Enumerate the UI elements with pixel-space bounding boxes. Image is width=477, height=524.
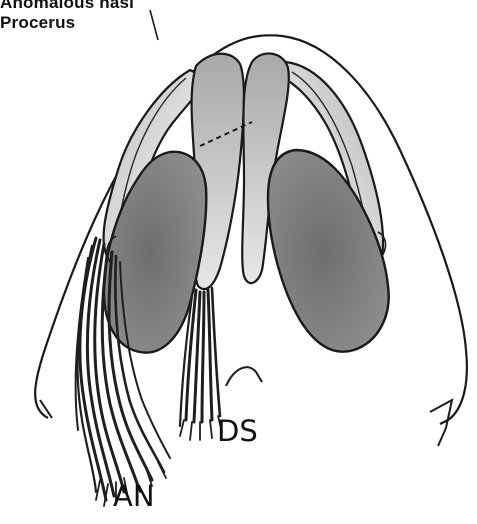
ds-label: DS — [217, 417, 258, 446]
an-label: AN — [113, 482, 155, 511]
procerus-label: Procerus — [0, 14, 75, 31]
left-ala-tip — [40, 400, 52, 418]
septum-hook — [226, 367, 262, 386]
upper-left-outline — [150, 10, 158, 40]
anomalous-nasi-label: Anomalous nasi — [0, 0, 134, 11]
